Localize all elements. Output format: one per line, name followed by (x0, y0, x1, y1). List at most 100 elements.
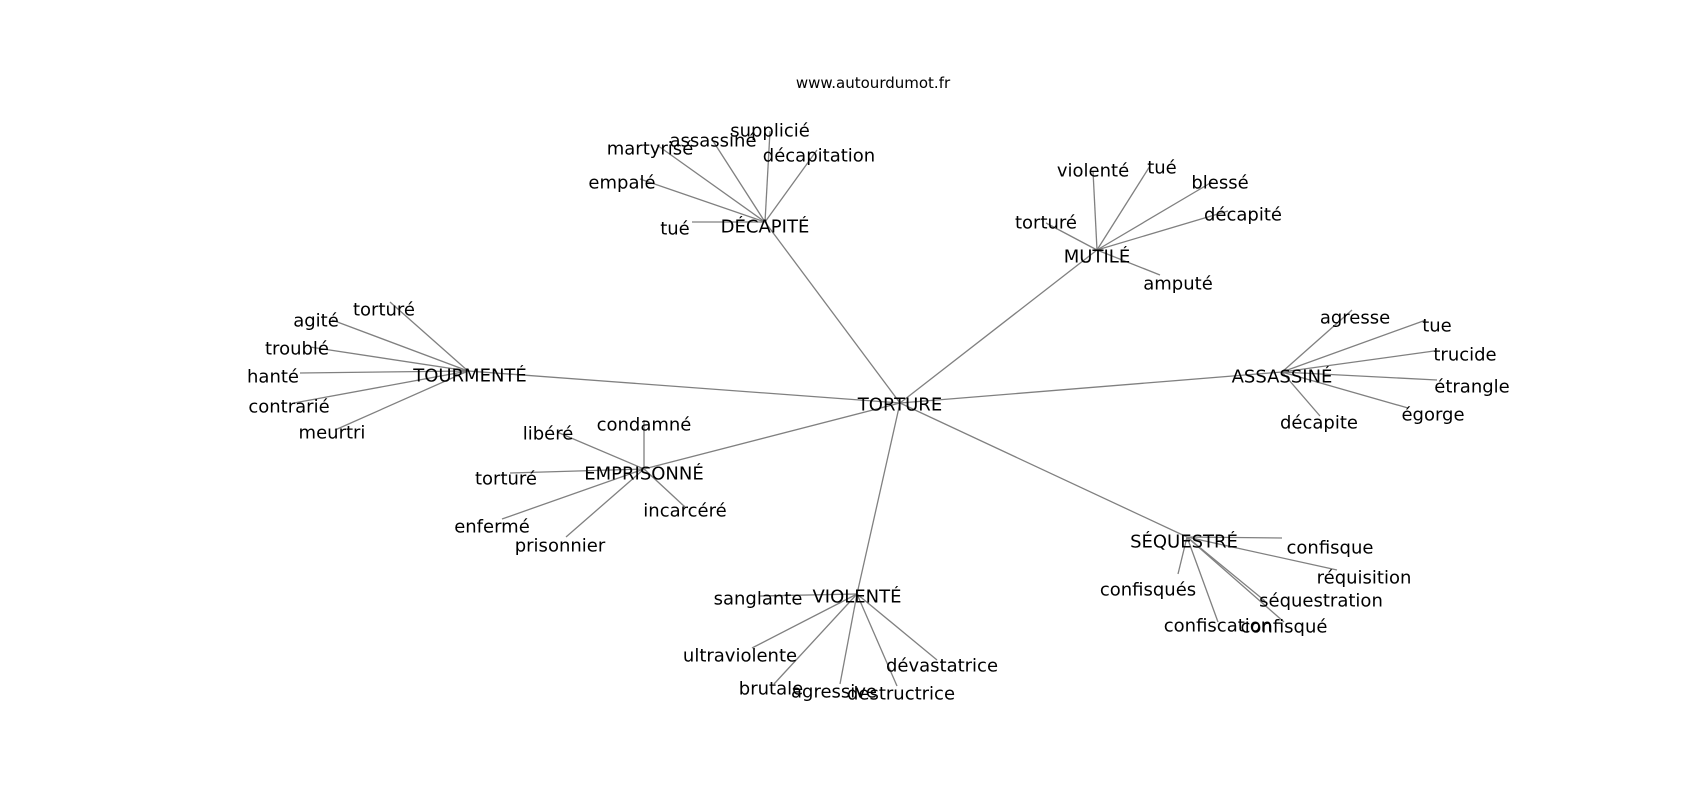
word-node: condamné (597, 415, 692, 436)
word-node: décapite (1280, 413, 1358, 434)
word-node: violenté (1057, 161, 1129, 182)
edge-group-to-word (1186, 536, 1219, 623)
edge-group-to-word (1281, 319, 1427, 373)
word-node: torturé (1015, 213, 1077, 234)
word-node: confiscation (1164, 616, 1272, 637)
word-node: troublé (265, 339, 329, 360)
edge-center-to-group (467, 370, 901, 404)
edge-group-to-word (1281, 371, 1409, 409)
edge-group-to-word (856, 593, 938, 661)
word-node: meurtri (299, 423, 366, 444)
edge-group-to-word (712, 140, 766, 223)
edge-center-to-group (899, 249, 1098, 404)
word-node: blessé (1191, 173, 1248, 194)
word-node: agressive (791, 682, 877, 703)
group-node: EMPRISONNÉ (584, 463, 703, 485)
word-node: tue (1422, 316, 1452, 337)
edge-layer (293, 130, 1438, 687)
word-node: enfermé (454, 517, 530, 538)
source-watermark: www.autourdumot.fr (796, 74, 951, 92)
word-node: incarcéré (643, 501, 726, 522)
edge-group-to-word (1096, 249, 1161, 276)
word-node: agité (293, 311, 339, 332)
edge-group-to-word (1281, 371, 1321, 417)
edge-center-to-group (899, 402, 1188, 538)
word-node: hanté (247, 367, 299, 388)
group-node: TOURMENTÉ (412, 365, 527, 387)
edge-group-to-word (1281, 309, 1353, 373)
word-node: torturé (475, 469, 537, 490)
word-node: séquestration (1259, 591, 1383, 612)
word-node: supplicié (730, 121, 810, 142)
word-node: brutale (739, 679, 803, 700)
edge-group-to-word (389, 301, 469, 372)
edge-group-to-word (299, 370, 469, 374)
edge-group-to-word (764, 149, 818, 223)
edge-group-to-word (856, 593, 898, 687)
edge-group-to-word (751, 593, 858, 649)
edge-group-to-word (331, 319, 469, 372)
group-node: DÉCAPITÉ (721, 216, 810, 238)
word-node: martyrisé (607, 139, 694, 160)
group-node: VIOLENTÉ (812, 586, 901, 608)
word-node: amputé (1143, 274, 1213, 295)
group-node: MUTILÉ (1064, 246, 1130, 268)
edge-group-to-word (759, 593, 858, 597)
word-node: décapitation (763, 146, 875, 167)
word-node: tué (1147, 158, 1177, 179)
edge-group-to-word (501, 468, 645, 520)
edge-group-to-word (1045, 222, 1098, 251)
edge-group-to-word (309, 346, 469, 372)
edge-group-to-word (764, 130, 771, 223)
group-node: SÉQUESTRÉ (1130, 531, 1238, 553)
word-node: tué (660, 219, 690, 240)
group-node: ASSASSINÉ (1232, 366, 1333, 388)
edge-group-to-word (509, 468, 645, 474)
word-node: empalé (588, 173, 655, 194)
edge-center-to-group (856, 402, 901, 595)
edge-group-to-word (1096, 165, 1151, 251)
edge-group-to-word (1092, 170, 1098, 251)
edge-group-to-word (1177, 536, 1188, 575)
word-node: agresse (1320, 308, 1390, 329)
word-node: torturé (353, 300, 415, 321)
word-node: égorge (1401, 405, 1464, 426)
word-node: destructrice (847, 684, 955, 705)
word-node: dévastatrice (886, 656, 998, 677)
edge-group-to-word (839, 593, 858, 685)
edge-group-to-word (1096, 210, 1229, 251)
word-node: étrangle (1434, 377, 1509, 398)
edge-group-to-word (639, 178, 766, 223)
word-node: confisqués (1100, 580, 1196, 601)
word-node: décapité (1204, 205, 1282, 226)
edge-group-to-word (556, 431, 645, 470)
edge-group-to-word (643, 468, 686, 508)
node-layer: TORTURE DÉCAPITÉ suppliciéassassinémartyri… (247, 121, 1510, 705)
edge-group-to-word (565, 468, 645, 538)
edge-group-to-word (773, 593, 858, 685)
edge-group-to-word (1281, 350, 1435, 373)
edge-group-to-word (1096, 181, 1213, 251)
word-node: confisqué (1241, 617, 1328, 638)
edge-group-to-word (1281, 371, 1438, 381)
edge-group-to-word (1186, 536, 1338, 571)
edge-group-to-word (1186, 536, 1285, 623)
edge-group-to-word (293, 370, 469, 404)
edge-group-to-word (1186, 536, 1283, 539)
word-node: confisque (1287, 538, 1374, 559)
edge-group-to-word (334, 370, 469, 431)
word-node: trucide (1433, 345, 1496, 366)
word-node: sanglante (714, 589, 803, 610)
center-node: TORTURE (857, 395, 942, 416)
word-node: libéré (523, 424, 574, 445)
word-node: réquisition (1317, 568, 1412, 589)
edge-center-to-group (899, 371, 1283, 404)
word-node: ultraviolente (683, 646, 797, 667)
word-node: contrarié (248, 397, 329, 418)
word-node: prisonnier (515, 536, 606, 557)
edge-group-to-word (656, 144, 766, 223)
edge-center-to-group (643, 402, 901, 470)
word-node: assassiné (669, 131, 756, 152)
edge-center-to-group (764, 221, 901, 404)
